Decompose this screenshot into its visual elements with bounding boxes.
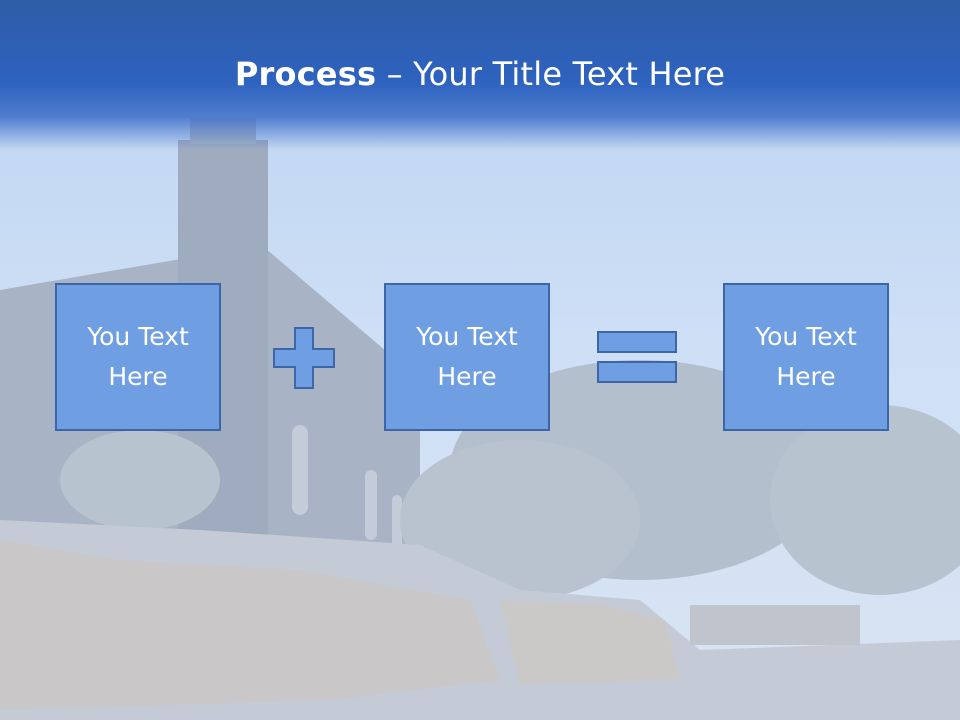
process-box-2[interactable]: You Text Here [384, 283, 550, 431]
process-box-1[interactable]: You Text Here [55, 283, 221, 431]
slide-title: Process – Your Title Text Here [0, 52, 960, 96]
equals-icon [597, 331, 677, 383]
plus-icon [273, 327, 335, 389]
title-rest-part: – Your Title Text Here [376, 55, 726, 93]
process-box-3-text: You Text Here [755, 322, 857, 391]
title-bold-part: Process [234, 55, 377, 93]
title-band [0, 0, 960, 150]
process-box-3[interactable]: You Text Here [723, 283, 889, 431]
process-box-1-text: You Text Here [87, 322, 189, 391]
process-box-2-text: You Text Here [416, 322, 518, 391]
